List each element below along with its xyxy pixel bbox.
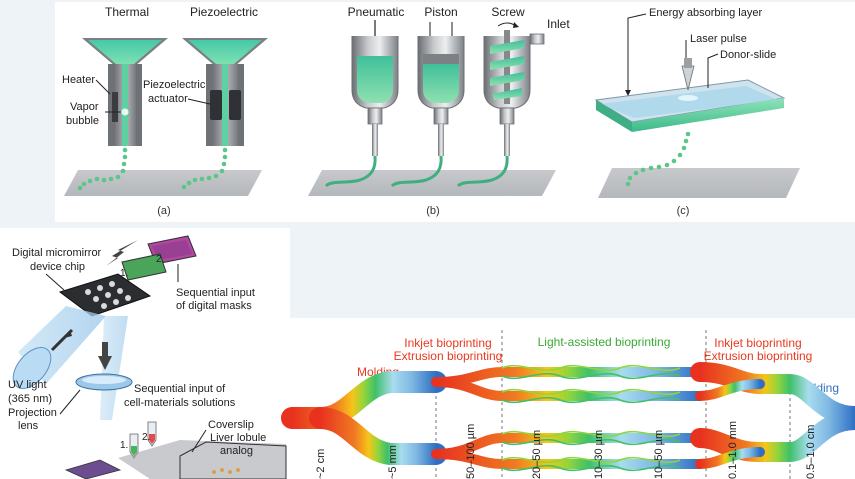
pneumatic-label: Pneumatic <box>348 5 405 19</box>
liver-lobule-cells <box>212 468 240 474</box>
dmd-mirrors <box>85 281 131 309</box>
coverslip-box <box>179 441 287 479</box>
vapor-bubble <box>120 107 130 117</box>
thermal-title: Thermal <box>105 5 149 19</box>
inlet-port <box>529 33 545 45</box>
donor-slide-label: Donor-slide <box>720 49 776 61</box>
laser-pulse-label: Laser pulse <box>690 33 747 45</box>
tick-label: 0.1–1.0 mm <box>727 421 739 479</box>
energy-pointer <box>627 13 647 94</box>
panel-b: Pneumatic Piston Screw Inlet <box>308 5 570 217</box>
coverslip-label: Coverslip <box>208 419 254 431</box>
screw-label: Screw <box>491 5 525 19</box>
zoom-projection <box>118 440 286 479</box>
tube-num-2: 2. <box>142 432 150 443</box>
piezo-actuator-right <box>229 90 241 120</box>
masks-label-2: of digital masks <box>176 300 252 312</box>
donor-slide-side-front <box>632 98 784 132</box>
piston-label: Piston <box>424 5 457 19</box>
laser-droplets <box>625 131 691 187</box>
tick-label: ~5 mm <box>387 445 399 479</box>
caption-a: (a) <box>157 205 170 217</box>
tick-label: 10–30 µm <box>593 430 605 479</box>
print-stage <box>64 459 122 479</box>
dmd-label-2: device chip <box>30 261 85 273</box>
piezo-printhead <box>182 38 268 146</box>
masks-label-1: Sequential input <box>176 287 255 299</box>
piezo-pointer <box>187 98 211 105</box>
caption-c: (c) <box>677 205 690 217</box>
dmd-arrow <box>106 240 138 266</box>
tube-num-1: 1. <box>120 440 128 451</box>
piezoelectric-title: Piezoelectric <box>190 5 258 19</box>
panel-a: Thermal Piezoelectric Heater Vapor bubbl… <box>62 5 268 217</box>
mask-num-2: 2. <box>156 254 164 265</box>
panel-c: Energy absorbing layer Laser pulse Donor… <box>594 7 800 217</box>
cells-label-2: cell-materials solutions <box>124 397 236 409</box>
heater-element <box>112 92 118 122</box>
heater-label: Heater <box>62 74 95 86</box>
size-ticks: ~2 cm ~5 mm 50–100 µm 20–50 µm 10–30 µm … <box>315 421 817 479</box>
tick-label: ~2 cm <box>315 449 327 479</box>
panel-d: Digital micromirror device chip 2. 1. Se… <box>8 235 287 479</box>
tick-label: 10–50 µm <box>653 430 665 479</box>
donor-pointer <box>707 53 719 88</box>
cells-label-1: Sequential input of <box>134 383 226 395</box>
dmd-label-1: Digital micromirror <box>12 247 102 259</box>
inkjet-right-label: Inkjet bioprinting <box>714 336 801 350</box>
substrate-floor-a <box>64 170 262 196</box>
screw-syringe <box>456 22 545 188</box>
projection-label-1: Projection <box>8 407 57 419</box>
inlet-label: Inlet <box>547 17 570 31</box>
light-assisted-label: Light-assisted bioprinting <box>538 335 671 349</box>
digital-mask-1 <box>121 253 167 281</box>
thermal-printhead <box>82 38 168 146</box>
pneumatic-syringe <box>324 20 399 188</box>
resolution-scale: Molding Inkjet bioprinting Extrusion bio… <box>281 330 855 479</box>
vapor-label: Vapor <box>70 101 99 113</box>
piezo-actuator-left <box>210 90 222 120</box>
mask-num-1: 1. <box>120 268 128 279</box>
heater-pointer <box>95 79 111 95</box>
uv-label-2: (365 nm) <box>8 393 52 405</box>
piston-syringe <box>390 22 465 188</box>
caption-b: (b) <box>426 205 439 217</box>
liver-label-1: Liver lobule <box>210 432 266 444</box>
substrate-floor-b <box>308 170 556 196</box>
piezo-label-2: actuator <box>148 93 188 105</box>
resolution-band <box>281 362 855 469</box>
extrusion-right-label: Extrusion bioprinting <box>704 349 813 363</box>
thermal-droplets <box>77 147 128 191</box>
light-braids <box>501 364 681 472</box>
projection-label-2: lens <box>18 420 39 432</box>
tick-label: 0.5–1.0 cm <box>805 425 817 479</box>
donor-slide-side-left <box>596 100 632 132</box>
tick-label: 50–100 µm <box>465 424 477 479</box>
liver-label-2: analog <box>220 445 253 457</box>
tick-label: 20–50 µm <box>531 430 543 479</box>
bubble-label: bubble <box>66 115 99 127</box>
piezo-droplets <box>181 147 228 190</box>
uv-source <box>12 347 52 389</box>
energy-layer-label: Energy absorbing layer <box>649 7 762 19</box>
substrate-floor-c <box>598 168 800 198</box>
uv-label-1: UV light <box>8 379 47 391</box>
inkjet-left-label: Inkjet bioprinting <box>404 336 491 350</box>
extrusion-left-label: Extrusion bioprinting <box>394 349 503 363</box>
piezo-label-1: Piezoelectric <box>143 79 206 91</box>
